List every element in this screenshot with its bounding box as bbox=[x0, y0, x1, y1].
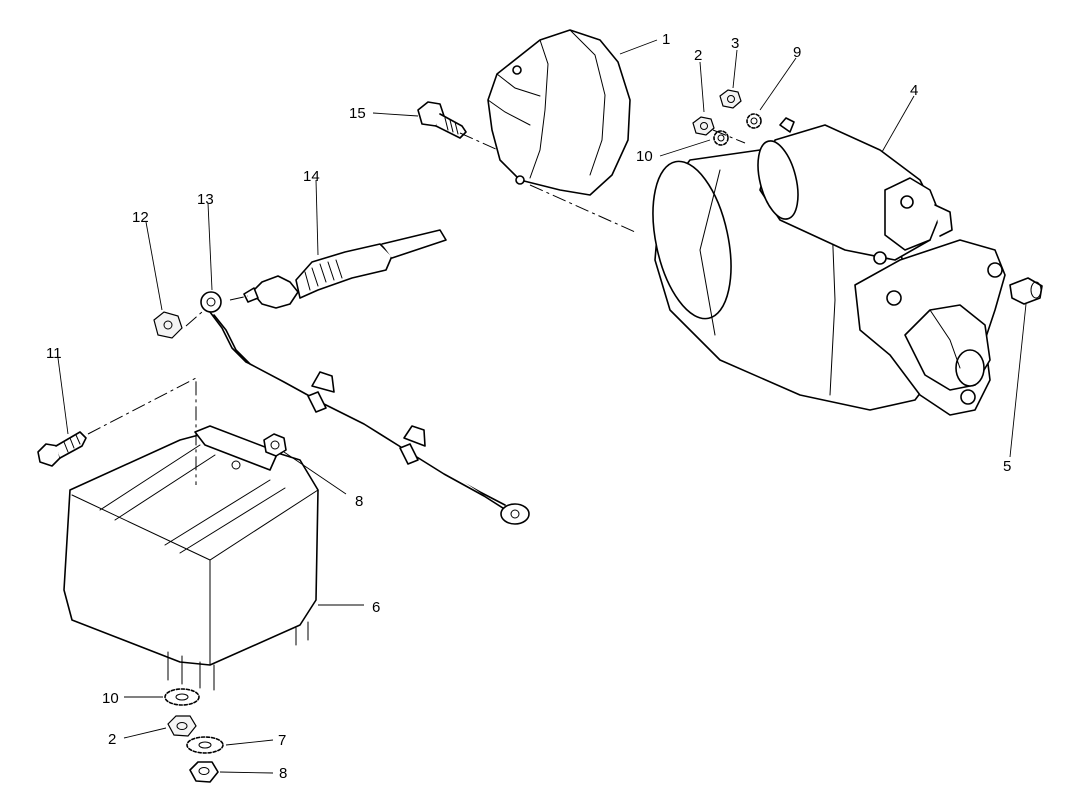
callout-5: 5 bbox=[1003, 458, 1011, 475]
callout-2-bottom: 2 bbox=[108, 731, 116, 748]
wire-harness-13 bbox=[200, 291, 530, 525]
callout-labels: 1 2 3 9 4 10 15 14 13 12 11 8 6 5 10 2 7… bbox=[46, 31, 1011, 782]
callout-15: 15 bbox=[349, 105, 366, 122]
control-box-6 bbox=[63, 425, 319, 691]
starter-motor bbox=[652, 117, 1006, 416]
callout-11: 11 bbox=[46, 345, 62, 362]
callout-7: 7 bbox=[278, 732, 286, 749]
bolt-11 bbox=[37, 431, 87, 467]
nut-2-bottom bbox=[167, 715, 197, 737]
glow-plug-14 bbox=[243, 229, 447, 309]
callout-13: 13 bbox=[197, 191, 214, 208]
lock-washer-9 bbox=[746, 113, 762, 129]
callout-2-top: 2 bbox=[694, 47, 702, 64]
nut-8-upper bbox=[263, 433, 287, 457]
callout-9: 9 bbox=[793, 44, 801, 61]
heat-shield bbox=[487, 29, 631, 196]
callout-8-lower: 8 bbox=[279, 765, 287, 782]
callout-10-top: 10 bbox=[636, 148, 653, 165]
callout-10-bottom: 10 bbox=[102, 690, 119, 707]
nut-2-top bbox=[692, 116, 715, 136]
bushing-5 bbox=[1009, 277, 1043, 305]
leader-lines bbox=[57, 39, 1027, 774]
nut-8-lower bbox=[189, 761, 219, 783]
callout-4: 4 bbox=[910, 82, 918, 99]
bolt-15 bbox=[417, 101, 467, 139]
callout-14: 14 bbox=[303, 168, 320, 185]
callout-6: 6 bbox=[372, 599, 380, 616]
callout-1: 1 bbox=[662, 31, 670, 48]
callout-8-upper: 8 bbox=[355, 493, 363, 510]
nut-12 bbox=[153, 311, 183, 339]
lock-washer-7 bbox=[186, 736, 224, 754]
callout-3: 3 bbox=[731, 35, 739, 52]
assembly-lines bbox=[87, 129, 746, 485]
lock-washer-10-bottom bbox=[164, 688, 200, 706]
nut-3-top bbox=[719, 89, 742, 109]
callout-12: 12 bbox=[132, 209, 149, 226]
